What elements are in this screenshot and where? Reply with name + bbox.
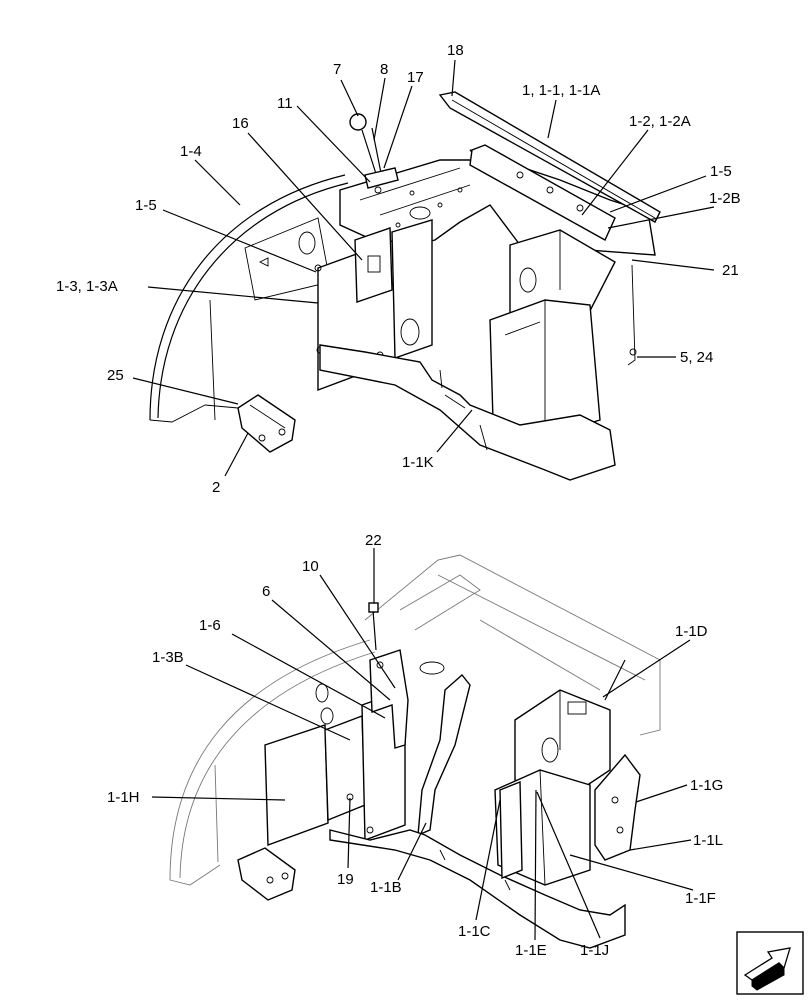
callout-1-1h: 1-1H (107, 789, 140, 806)
bottom-leader-lines (151, 548, 694, 941)
callout-1-3b: 1-3B (152, 649, 184, 666)
callout-1-5-left: 1-5 (135, 197, 157, 214)
callout-1-1g: 1-1G (690, 777, 723, 794)
callout-7: 7 (333, 61, 341, 78)
callout-8: 8 (380, 61, 388, 78)
callout-1-1d: 1-1D (675, 623, 708, 640)
arrow-icon[interactable] (736, 931, 804, 995)
callout-1-4: 1-4 (180, 143, 202, 160)
callout-1-1j: 1-1J (580, 942, 609, 959)
callout-6: 6 (262, 583, 270, 600)
bottom-callouts: 22 10 6 1-6 1-1D 1-3B 1-1G 1-1H 1-1L 19 … (107, 532, 723, 959)
callout-17: 17 (407, 69, 424, 86)
callout-1-2b: 1-2B (709, 190, 741, 207)
callout-25: 25 (107, 367, 124, 384)
callout-5-24: 5, 24 (680, 349, 713, 366)
top-assembly-drawing (149, 91, 661, 481)
callout-1-1f: 1-1F (685, 890, 716, 907)
callout-1-1e: 1-1E (515, 942, 547, 959)
callout-1-5-right: 1-5 (710, 163, 732, 180)
callout-21: 21 (722, 262, 739, 279)
callout-22: 22 (365, 532, 382, 549)
callout-1-2-1-2a: 1-2, 1-2A (629, 113, 691, 130)
callout-11: 11 (277, 95, 293, 112)
top-leader-lines (132, 59, 715, 477)
callout-16: 16 (232, 115, 249, 132)
callout-19: 19 (337, 871, 354, 888)
callout-18: 18 (447, 42, 464, 59)
callout-1-1l: 1-1L (693, 832, 723, 849)
callout-2: 2 (212, 479, 220, 496)
callout-1-1-1-1-1a: 1, 1-1, 1-1A (522, 82, 600, 99)
callout-10: 10 (302, 558, 319, 575)
bottom-assembly-drawing (169, 554, 661, 949)
callout-1-1k: 1-1K (402, 454, 434, 471)
callout-1-1c: 1-1C (458, 923, 491, 940)
callout-1-3-1-3a: 1-3, 1-3A (56, 278, 118, 295)
top-callouts: 18 7 8 17 1, 1-1, 1-1A 11 16 1-4 1-2, 1-… (56, 42, 741, 496)
callout-1-1b: 1-1B (370, 879, 402, 896)
callout-1-6: 1-6 (199, 617, 221, 634)
